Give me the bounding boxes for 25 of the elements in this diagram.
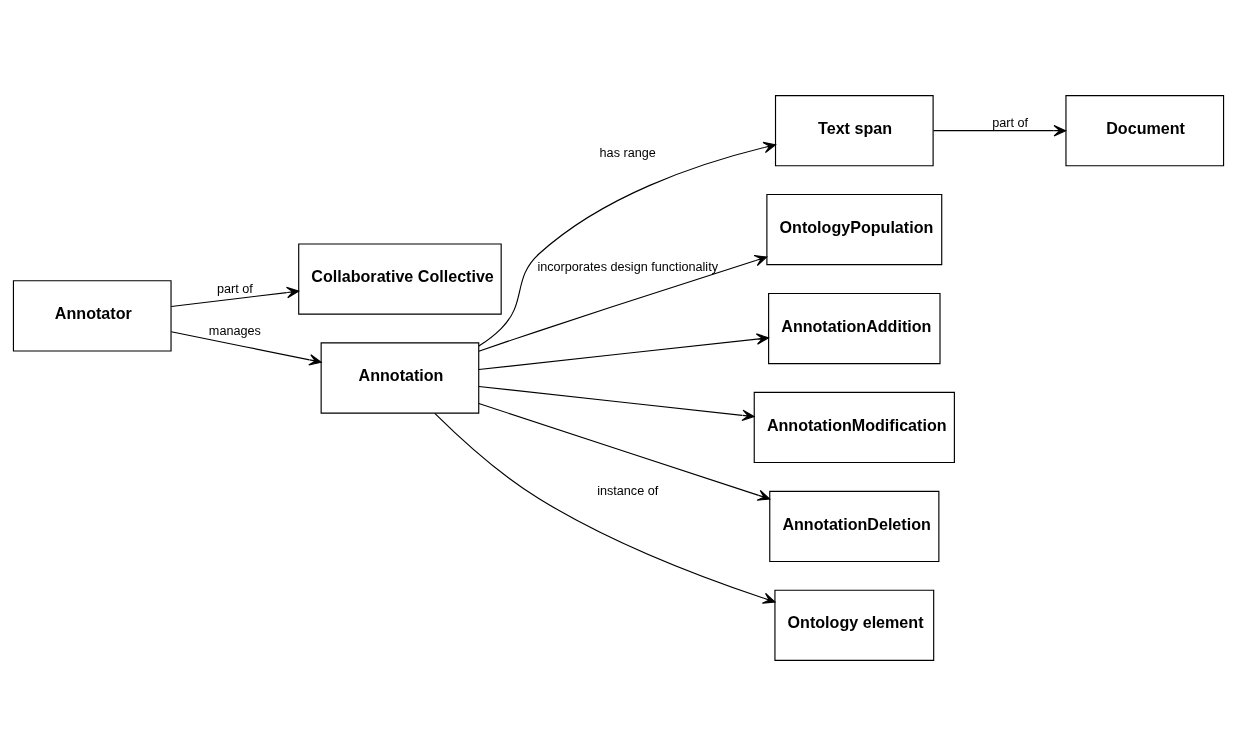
edge-label: has range: [599, 145, 656, 160]
edge-label: part of: [992, 116, 1029, 130]
arrow: [478, 255, 768, 352]
node-box: AnnotationModification: [753, 391, 955, 464]
arrow: [932, 124, 1067, 137]
edge-label: part of: [216, 281, 253, 296]
arrow: [170, 286, 300, 308]
edge-label: manages: [208, 324, 261, 339]
node-box: Annotation: [320, 342, 480, 414]
node-box: OntologyPopulation: [766, 193, 943, 266]
node-box: Ontology element: [774, 589, 935, 661]
arrow: [478, 385, 755, 422]
node-box: Text span: [774, 95, 934, 167]
node-box: Annotator: [12, 280, 172, 352]
node-box: AnnotationAddition: [768, 292, 941, 365]
node-box: Document: [1065, 95, 1225, 167]
node-box: Collaborative Collective: [298, 243, 502, 315]
edge-label: incorporates design functionality: [537, 259, 718, 274]
arrow: [478, 333, 769, 371]
arrow: [170, 331, 322, 366]
node-box: AnnotationDeletion: [769, 490, 940, 563]
edge-label: instance of: [597, 484, 659, 499]
arrow: [478, 141, 777, 347]
arrow: [434, 412, 776, 604]
arrow: [478, 402, 771, 501]
